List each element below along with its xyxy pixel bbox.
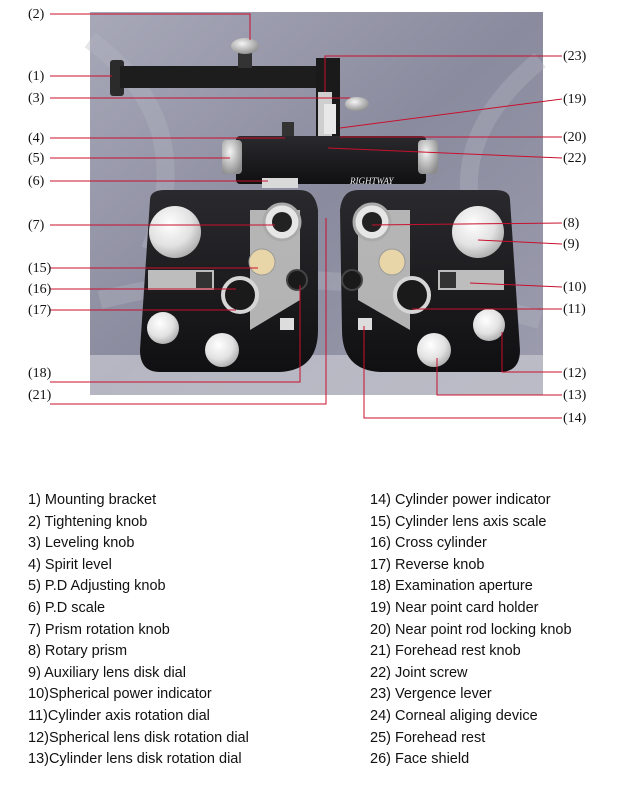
legend-item: 8) Rotary prism: [28, 643, 128, 660]
legend-item: 2) Tightening knob: [28, 513, 148, 530]
cylinder-disk-dial-right: [417, 333, 451, 367]
callout-labels: (2) (1) (3) (4) (5) (6) (7) (15) (16) (1…: [28, 7, 587, 426]
spirit-level: [282, 122, 294, 136]
callout-22: (22): [563, 151, 587, 166]
leader-lines: [50, 13, 563, 419]
pd-housing: RIGHTWAY: [222, 122, 438, 188]
callout-8: (8): [563, 216, 580, 231]
callout-5: (5): [28, 151, 45, 166]
callout-14: (14): [563, 411, 587, 426]
legend-right-column: 14) Cylinder power indicator 15) Cylinde…: [370, 490, 572, 771]
pd-scale: [262, 178, 298, 188]
right-battery: [340, 190, 520, 372]
spherical-dial-left: [147, 312, 179, 344]
mounting-bracket: [110, 38, 369, 162]
legend-item: 5) P.D Adjusting knob: [28, 578, 166, 595]
legend-item: 20) Near point rod locking knob: [370, 621, 572, 638]
callout-1: (1): [28, 69, 45, 84]
callout-21: (21): [28, 388, 52, 403]
cross-cylinder-right: [393, 276, 431, 314]
legend-item: 4) Spirit level: [28, 556, 112, 573]
callout-18: (18): [28, 366, 52, 381]
legend-item: 1) Mounting bracket: [28, 492, 157, 508]
legend-item: 6) P.D scale: [28, 599, 106, 616]
auxiliary-lens-dial-left: [149, 206, 201, 258]
pd-adjusting-knob-right: [418, 140, 438, 174]
legend-item: 11)Cylinder axis rotation dial: [28, 707, 210, 724]
legend-item: 9) Auxiliary lens disk dial: [28, 664, 186, 681]
callout-20: (20): [563, 130, 587, 145]
legend-item: 24) Corneal aliging device: [370, 707, 538, 724]
callout-10: (10): [563, 280, 587, 295]
legend-item: 14) Cylinder power indicator: [370, 492, 551, 508]
cross-cylinder-left: [221, 276, 259, 314]
legend-item: 18) Examination aperture: [370, 578, 533, 595]
callout-2: (2): [28, 7, 45, 22]
callout-12: (12): [563, 366, 587, 381]
cylinder-disk-dial-left: [205, 333, 239, 367]
callout-7: (7): [28, 218, 45, 233]
tightening-knob: [231, 38, 259, 54]
legend-item: 13)Cylinder lens disk rotation dial: [28, 751, 242, 768]
cylinder-axis-scale-left: [248, 248, 276, 276]
leveling-knob: [345, 97, 369, 111]
callout-16: (16): [28, 282, 52, 297]
callout-11: (11): [563, 302, 586, 317]
legend-item: 3) Leveling knob: [28, 535, 135, 552]
callout-3: (3): [28, 91, 45, 106]
legend-item: 15) Cylinder lens axis scale: [370, 513, 547, 530]
legend-item: 16) Cross cylinder: [370, 535, 487, 552]
callout-9: (9): [563, 237, 580, 252]
callout-23: (23): [563, 49, 587, 64]
legend-item: 21) Forehead rest knob: [370, 643, 521, 660]
callout-15: (15): [28, 261, 52, 276]
legend-item: 10)Spherical power indicator: [28, 686, 212, 703]
auxiliary-lens-dial-right: [452, 206, 504, 258]
device-brand-label: RIGHTWAY: [349, 176, 394, 186]
legend-item: 19) Near point card holder: [370, 599, 539, 616]
phoropter-figure: RIGHTWAY: [28, 7, 587, 426]
callout-17: (17): [28, 303, 52, 318]
legend-item: 17) Reverse knob: [370, 556, 485, 573]
callout-13: (13): [563, 388, 587, 403]
pd-adjusting-knob-left: [222, 140, 242, 174]
legend-item: 23) Vergence lever: [370, 686, 492, 703]
callout-6: (6): [28, 174, 45, 189]
callout-19: (19): [563, 92, 587, 107]
spherical-dial-right: [473, 309, 505, 341]
legend-item: 25) Forehead rest: [370, 729, 486, 746]
legend-left-column: 1) Mounting bracket 2) Tightening knob 3…: [28, 490, 249, 771]
legend-item: 22) Joint screw: [370, 664, 468, 681]
callout-4: (4): [28, 131, 45, 146]
legend-item: 12)Spherical lens disk rotation dial: [28, 729, 249, 746]
legend-item: 26) Face shield: [370, 751, 470, 768]
legend-item: 7) Prism rotation knob: [28, 621, 170, 638]
left-battery: [140, 190, 318, 372]
